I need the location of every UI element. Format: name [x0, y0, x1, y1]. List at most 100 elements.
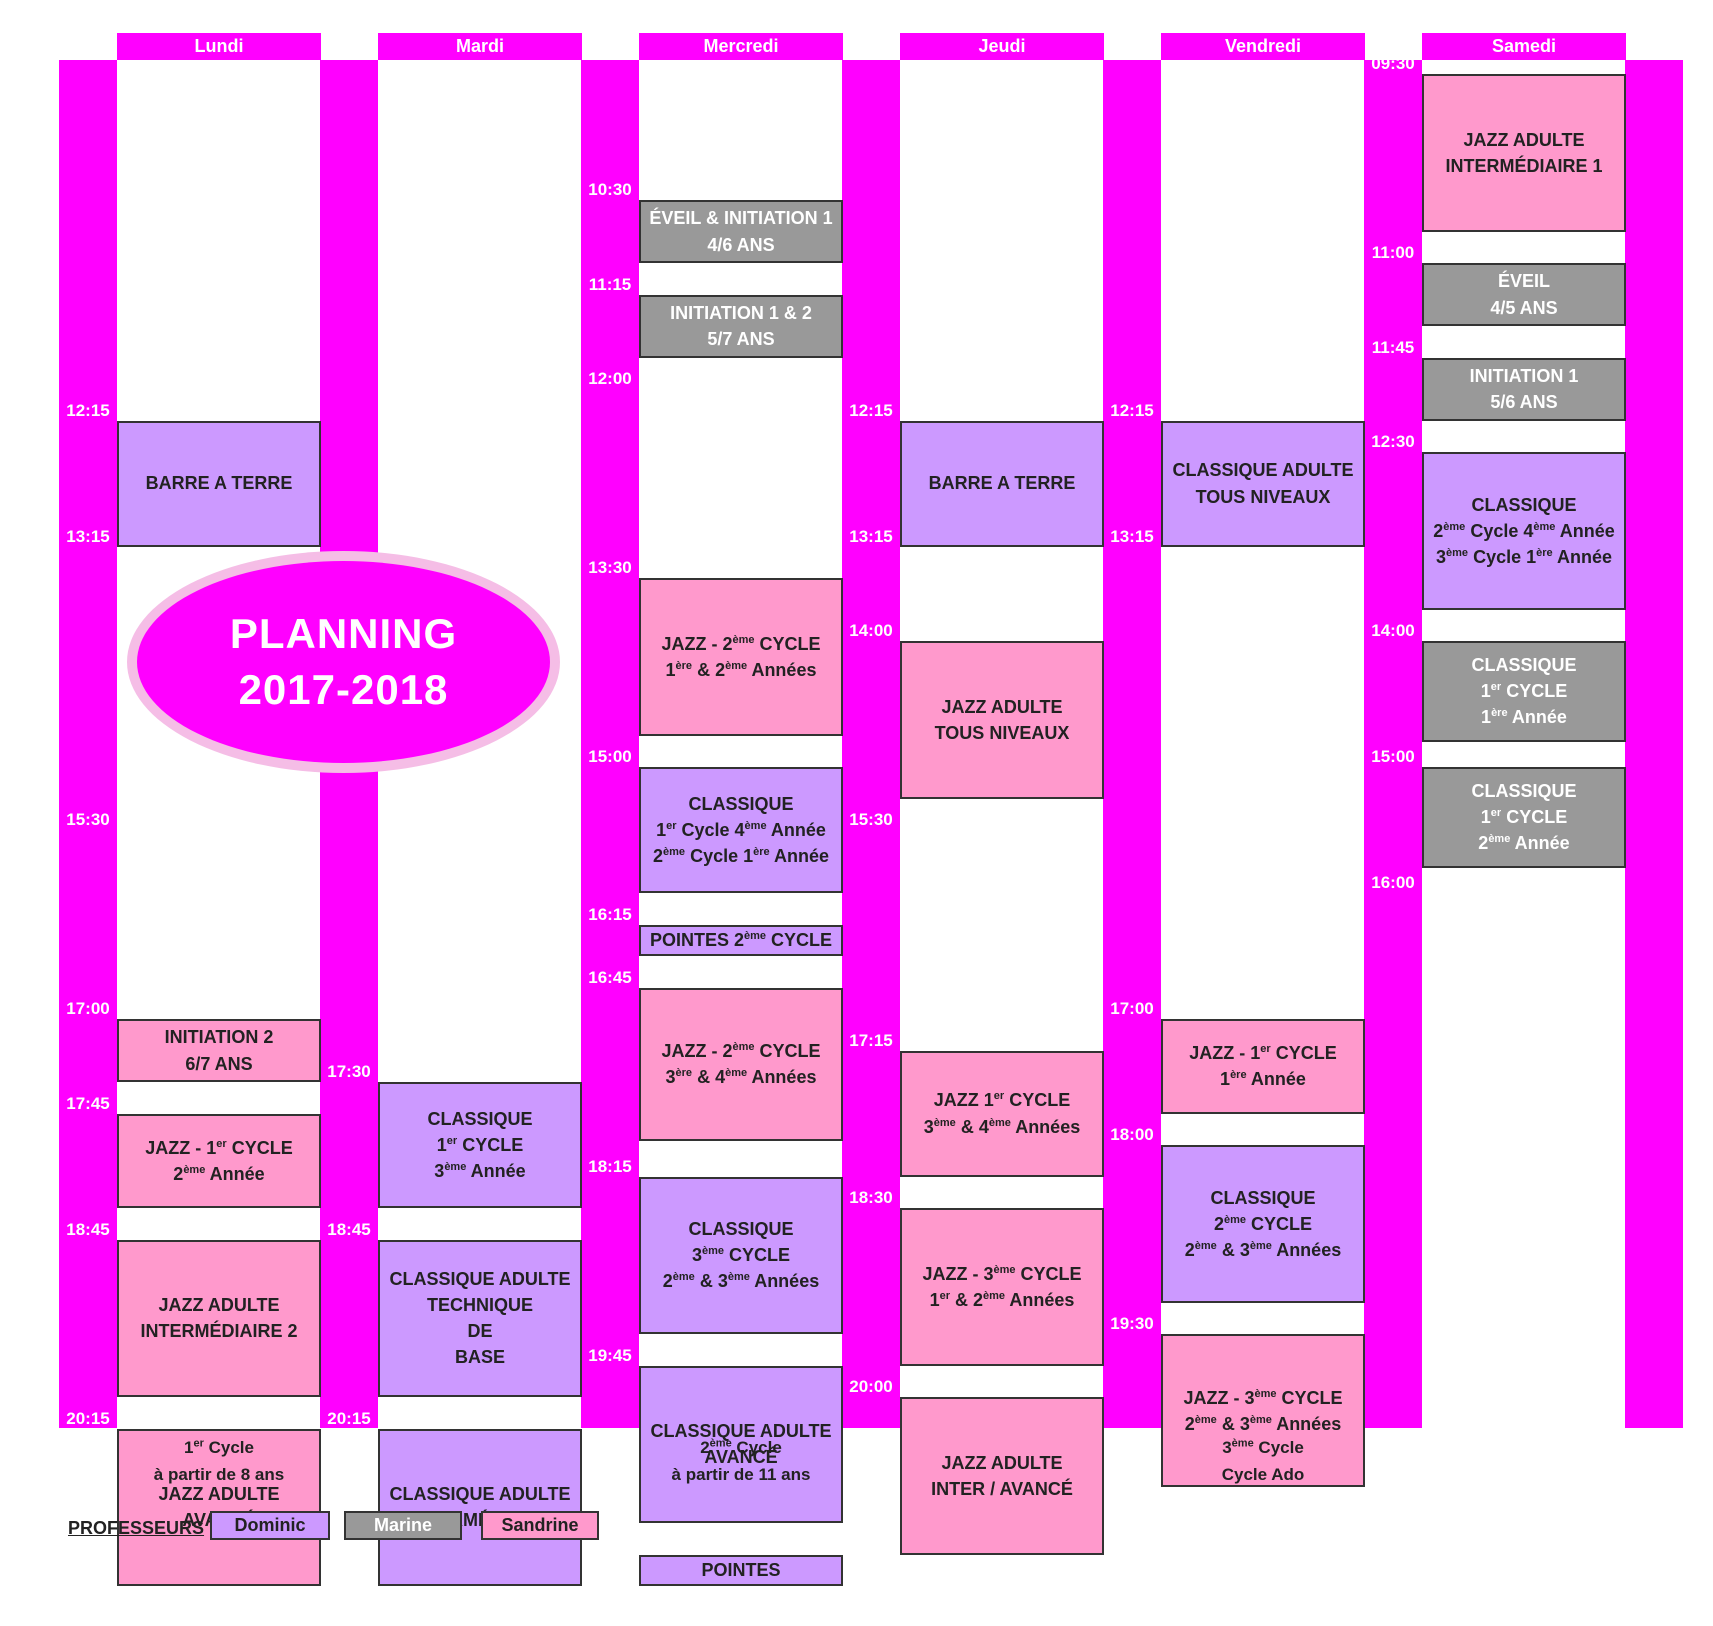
class-line: CLASSIQUE: [1210, 1187, 1316, 1208]
class-line: 3ème Cycle 1ère Année: [1436, 546, 1612, 567]
time-label: 20:15: [327, 1408, 371, 1428]
time-label: 15:30: [849, 810, 893, 829]
class-line: 3ème & 4ème Années: [923, 1116, 1081, 1137]
time-label: 09:30: [1371, 54, 1415, 73]
time-label: 19:45: [588, 1345, 632, 1365]
day-header-vendredi: Vendredi: [1161, 33, 1365, 60]
legend-marine: Marine: [344, 1511, 462, 1540]
time-label: 13:15: [849, 526, 893, 546]
class-line: 4/6 ANS: [707, 234, 775, 255]
class-line: JAZZ - 3ème CYCLE: [922, 1263, 1082, 1284]
time-label: 10:30: [588, 180, 632, 199]
class-line: 3ème CYCLE: [691, 1245, 791, 1266]
class-line: 2ème CYCLE: [1213, 1213, 1313, 1234]
class-line: ÉVEIL: [1497, 271, 1550, 292]
class-line: JAZZ ADULTE: [158, 1484, 280, 1505]
class-line: INTERMÉDIAIRE 2: [140, 1321, 298, 1342]
class-block[interactable]: BARRE A TERRE: [900, 420, 1104, 547]
class-line: CLASSIQUE: [688, 793, 794, 814]
time-label: 21:45: [588, 1597, 632, 1617]
time-label: 16:45: [588, 967, 632, 987]
class-block[interactable]: BARRE A TERRE: [117, 420, 321, 547]
class-block[interactable]: CLASSIQUE 3ème CYCLE 2ème & 3ème Années: [639, 1176, 843, 1334]
time-label: 19:30: [1110, 1314, 1154, 1333]
class-line: CLASSIQUE ADULTE: [650, 1421, 832, 1442]
class-line: 2ème Cycle 4ème Année: [1433, 520, 1615, 541]
time-label: 15:00: [1371, 747, 1415, 766]
class-line: 1ère Année: [1220, 1069, 1306, 1090]
time-label: 15:00: [588, 747, 632, 766]
class-block[interactable]: POINTES 2ème CYCLE: [639, 924, 843, 956]
time-label: 20:15: [66, 1408, 110, 1428]
time-label: 21:30: [849, 1566, 893, 1585]
class-line: CLASSIQUE: [1471, 494, 1577, 515]
time-label: 18:30: [849, 1188, 893, 1207]
class-line: 5/6 ANS: [1490, 392, 1558, 412]
class-line: 2ème & 3ème Années: [1184, 1413, 1342, 1434]
class-line: ÉVEIL & INITIATION 1: [649, 208, 833, 229]
planning-title-line: PLANNING: [229, 610, 458, 657]
class-line: 1er CYCLE: [1480, 681, 1568, 702]
class-block[interactable]: JAZZ - 1er CYCLE 1ère Année: [1161, 1019, 1365, 1114]
class-block[interactable]: ÉVEIL & INITIATION 1 4/6 ANS: [639, 200, 843, 263]
cycle-note-line: à partir de 8 ans: [153, 1465, 285, 1484]
class-line: JAZZ ADULTE: [941, 1452, 1063, 1473]
class-line: INITIATION 1 & 2: [670, 302, 812, 323]
class-block[interactable]: CLASSIQUE 2ème Cycle 4ème Année 3ème Cycle…: [1422, 452, 1626, 610]
class-line: CLASSIQUE ADULTE: [1172, 460, 1354, 481]
time-label: 16:15: [588, 904, 632, 924]
time-strip: [581, 60, 639, 1428]
class-line: JAZZ - 1er CYCLE: [1189, 1043, 1337, 1064]
class-line: CLASSIQUE ADULTE: [389, 1484, 571, 1505]
class-line: 3ère & 4ème Années: [665, 1067, 817, 1088]
class-line: AVANCÉ: [704, 1447, 778, 1468]
class-line: 1ère & 2ème Années: [665, 659, 817, 680]
class-line: TOUS NIVEAUX: [934, 722, 1070, 743]
day-header-mardi: Mardi: [378, 33, 582, 60]
time-label: 18:00: [1110, 1125, 1154, 1144]
time-label: 11:45: [1371, 337, 1415, 357]
time-label: 21:45: [327, 1597, 371, 1617]
class-line: 2ème Année: [173, 1163, 265, 1184]
time-strip: [1625, 60, 1683, 1428]
class-block[interactable]: POINTES: [639, 1554, 843, 1586]
class-line: CLASSIQUE: [688, 1219, 794, 1240]
cycle-note-line: Cycle Ado: [1221, 1465, 1305, 1484]
class-line: 2ème & 3ème Années: [662, 1271, 820, 1292]
class-line: 6/7 ANS: [185, 1053, 253, 1074]
time-label: 13:30: [588, 558, 632, 577]
cycle-note-line: 3ème Cycle: [1222, 1437, 1304, 1457]
class-block[interactable]: CLASSIQUE ADULTE AVANCÉ: [639, 1365, 843, 1523]
time-label: 14:00: [849, 621, 893, 640]
class-line: CLASSIQUE: [1471, 655, 1577, 676]
time-label: 20:00: [849, 1377, 893, 1396]
class-line: POINTES 2ème CYCLE: [649, 930, 833, 951]
